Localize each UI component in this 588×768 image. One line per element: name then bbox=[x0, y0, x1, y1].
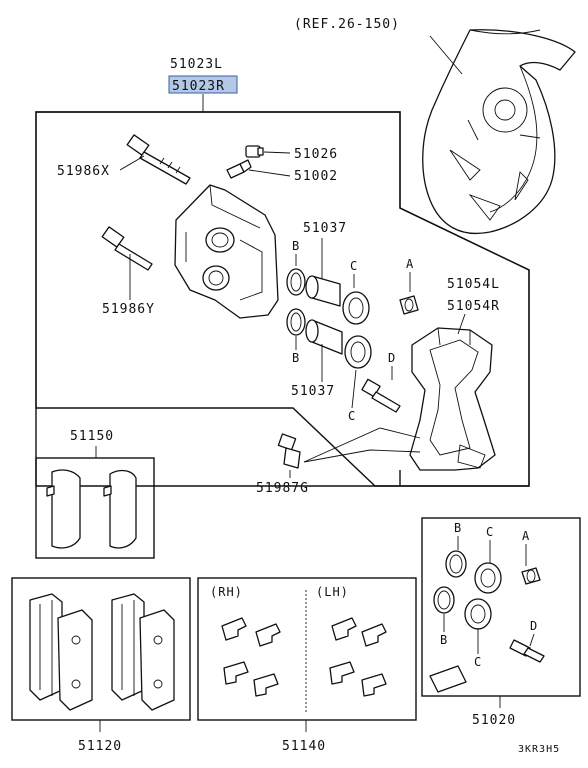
kit-letter-c2: C bbox=[474, 655, 482, 669]
bolt-x bbox=[126, 134, 191, 185]
caliper-body bbox=[174, 184, 279, 319]
clips-rh bbox=[221, 617, 281, 697]
kit-pin-d bbox=[509, 639, 545, 663]
kit-letter-b1: B bbox=[454, 521, 462, 535]
assembly-outline bbox=[35, 111, 530, 487]
label-51037-top: 51037 bbox=[303, 221, 347, 236]
boot-c-bottom bbox=[344, 335, 372, 369]
pad-1 bbox=[29, 593, 63, 701]
label-51020: 51020 bbox=[472, 713, 516, 728]
reference-label: (REF.26-150) bbox=[294, 17, 400, 32]
shim-kit-box bbox=[35, 457, 155, 559]
label-51986y: 51986Y bbox=[102, 302, 155, 317]
kit-letter-d1: D bbox=[530, 619, 538, 633]
bolt-y bbox=[101, 226, 153, 271]
letter-c2: C bbox=[348, 409, 356, 423]
kit-letter-a1: A bbox=[522, 529, 530, 543]
kit-boot-c-bottom bbox=[464, 598, 492, 630]
piston-top bbox=[305, 275, 341, 307]
caliper-part-left: 51023L bbox=[170, 57, 223, 72]
kit-bush-a bbox=[521, 567, 541, 585]
caliper-part-right: 51023R bbox=[172, 79, 225, 94]
kit-boot-c-top bbox=[474, 562, 502, 594]
label-51002: 51002 bbox=[294, 169, 338, 184]
letter-a1: A bbox=[406, 257, 414, 271]
seal-b-top bbox=[286, 268, 306, 296]
pad-2 bbox=[57, 609, 93, 711]
guide-pin-d bbox=[361, 378, 401, 413]
seal-kit-box bbox=[421, 517, 581, 697]
pad-set-box bbox=[11, 577, 191, 721]
shim-left bbox=[46, 469, 81, 549]
pad-3 bbox=[111, 593, 145, 701]
kit-seal-b-bottom bbox=[433, 586, 455, 614]
piston-bottom bbox=[305, 319, 343, 355]
caliper-part-right-highlight bbox=[168, 75, 238, 94]
kit-letter-c1: C bbox=[486, 525, 494, 539]
pin-bolt-leader-2 bbox=[303, 449, 421, 463]
label-51026: 51026 bbox=[294, 147, 338, 162]
seal-b-bottom bbox=[286, 308, 306, 336]
label-51054l: 51054L bbox=[447, 277, 500, 292]
label-51140: 51140 bbox=[282, 739, 326, 754]
label-51987g: 51987G bbox=[256, 481, 309, 496]
reference-leader bbox=[429, 35, 463, 75]
bleeder-screw bbox=[226, 159, 252, 179]
boot-c-top bbox=[342, 291, 370, 325]
label-51054r: 51054R bbox=[447, 299, 500, 314]
diagram-code: 3KR3H5 bbox=[518, 744, 560, 755]
clip-kit-rh: (RH) bbox=[210, 585, 243, 599]
label-51986x: 51986X bbox=[57, 164, 110, 179]
letter-b2: B bbox=[292, 351, 300, 365]
pad-4 bbox=[139, 609, 175, 711]
kit-letter-b2: B bbox=[440, 633, 448, 647]
caliper-support bbox=[409, 327, 496, 471]
letter-d1: D bbox=[388, 351, 396, 365]
letter-b1: B bbox=[292, 239, 300, 253]
bleeder-cap bbox=[245, 145, 264, 158]
label-51150: 51150 bbox=[70, 429, 114, 444]
kit-grease bbox=[429, 665, 467, 693]
pin-bolt bbox=[277, 433, 301, 469]
kit-seal-b-top bbox=[445, 550, 467, 578]
bush-a bbox=[399, 295, 419, 315]
pin-bolt-leader-1 bbox=[303, 427, 421, 463]
label-51120: 51120 bbox=[78, 739, 122, 754]
clips-lh bbox=[329, 617, 387, 697]
shim-right bbox=[103, 469, 137, 549]
clip-kit-box bbox=[197, 577, 417, 721]
letter-c1: C bbox=[350, 259, 358, 273]
clip-kit-lh: (LH) bbox=[316, 585, 349, 599]
label-51037-bottom: 51037 bbox=[291, 384, 335, 399]
dust-shield bbox=[422, 29, 576, 235]
